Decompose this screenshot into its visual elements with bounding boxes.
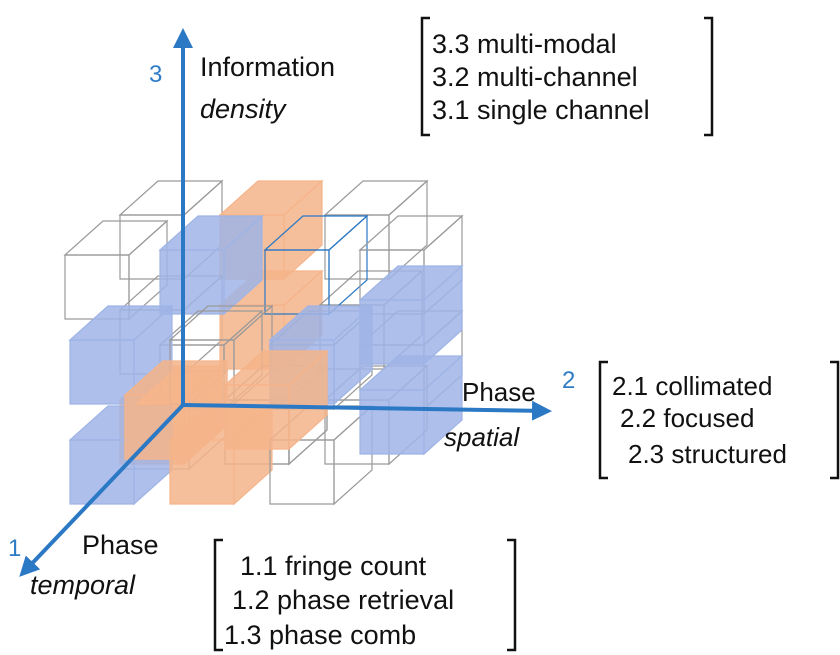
blue-cube [158, 214, 264, 316]
blue-cube [358, 354, 464, 456]
axis-1-option: 1.3 phase comb [224, 620, 416, 650]
axis-2-arrow [182, 400, 552, 421]
axis-1-sublabel: temporal [30, 570, 136, 600]
axis-2-number: 2 [562, 367, 575, 394]
axis-3-option: 3.2 multi-channel [432, 62, 638, 92]
orange-cube [223, 349, 329, 451]
axis-1-option: 1.1 fringe count [240, 551, 427, 581]
axis-2-label: Phase [462, 377, 536, 407]
axis-3-option: 3.3 multi-modal [432, 29, 617, 59]
axis-3-number: 3 [149, 61, 162, 88]
axes [19, 28, 552, 577]
axis-1-label: Phase [82, 530, 159, 560]
axis-1-options-bracket: 1.1 fringe count 1.2 phase retrieval 1.3… [213, 538, 517, 652]
outline-cube [323, 179, 429, 281]
axis-2-option: 2.3 structured [628, 439, 787, 469]
cube-grid [63, 179, 464, 506]
axis-2-options-bracket: 2.1 collimated 2.2 focused 2.3 structure… [598, 360, 840, 480]
axis-3-options-bracket: 3.3 multi-modal 3.2 multi-channel 3.1 si… [420, 16, 714, 137]
axis-1-option: 1.2 phase retrieval [232, 585, 454, 615]
blue-cube [358, 264, 464, 366]
axis-1-arrow [19, 403, 185, 577]
outline-cube [63, 219, 169, 321]
axis-2-option: 2.2 focused [620, 403, 754, 433]
axis-2-sublabel: spatial [444, 422, 520, 452]
axis-1-number: 1 [8, 535, 21, 562]
axis-3-option: 3.1 single channel [432, 95, 650, 125]
orange-cube [123, 359, 229, 461]
axis-3-sublabel: density [200, 94, 287, 124]
axis-3-label: Information [200, 52, 335, 82]
axis-2-option: 2.1 collimated [612, 371, 772, 401]
